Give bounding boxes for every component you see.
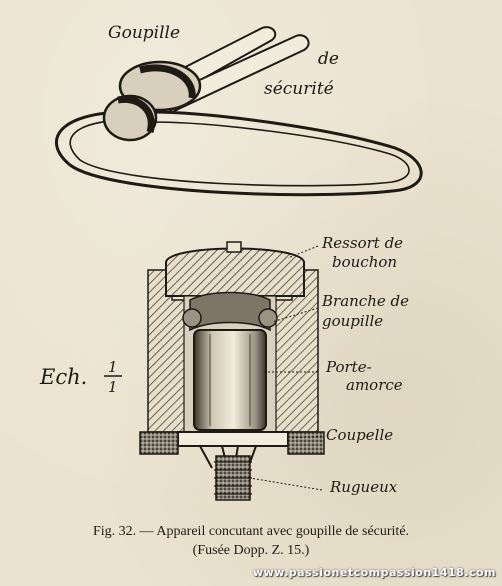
fuse-section-drawing — [139, 241, 325, 501]
label-ressort-line1: Ressort de — [321, 234, 403, 252]
label-rugueux: Rugueux — [329, 478, 398, 496]
label-goupille: Goupille — [108, 23, 180, 43]
label-securite: sécurité — [264, 79, 334, 99]
scale-numerator: 1 — [108, 358, 118, 376]
label-porte-line2: amorce — [346, 376, 403, 394]
site-watermark: www.passionetcompassion1418.com — [252, 566, 496, 579]
label-branche-line1: Branche de — [321, 292, 409, 310]
figure-caption: Fig. 32. — Appareil concutant avec goupi… — [92, 524, 410, 539]
scale-label: Ech. — [39, 365, 87, 389]
label-de: de — [318, 49, 339, 69]
safety-pin-drawing — [55, 26, 423, 197]
figure-caption-subtitle: (Fusée Dopp. Z. 15.) — [192, 543, 310, 558]
label-ressort-line2: bouchon — [332, 253, 397, 271]
label-coupelle: Coupelle — [326, 426, 393, 444]
leader-lines — [249, 245, 323, 491]
label-branche-line2: goupille — [322, 312, 383, 330]
label-porte-line1: Porte- — [325, 358, 372, 376]
scale-denominator: 1 — [108, 378, 118, 396]
